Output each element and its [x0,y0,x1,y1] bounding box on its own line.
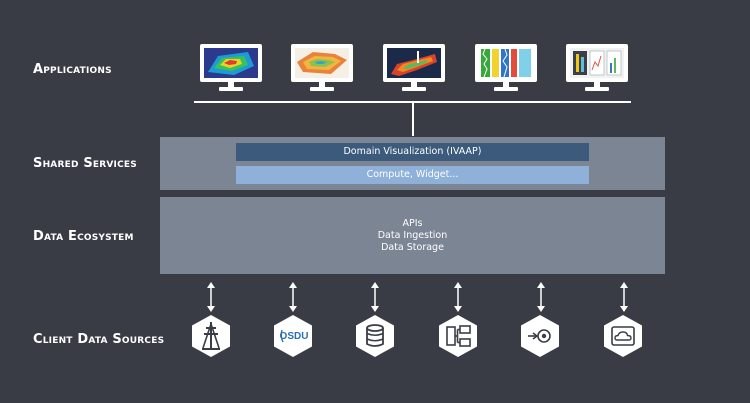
seismic-cube-screen [204,48,258,78]
cloud-storage-icon [604,315,642,357]
bidirectional-arrow-icon [371,282,379,312]
stream-source-icon [521,315,559,357]
row-label-applications: Applications [33,62,112,77]
oil-derrick-icon [192,315,230,357]
structure-diagram-icon [439,315,477,357]
database-icon [356,315,394,357]
geologic-surface-screen [295,48,349,78]
data-ecosystem-content: APIs Data Ingestion Data Storage [160,218,665,254]
applications-connector-line [412,102,414,136]
domain-visualization-bar: Domain Visualization (IVAAP) [236,143,589,161]
application-monitor-1 [200,44,262,92]
bidirectional-arrow-icon [454,282,462,312]
bidirectional-arrow-icon [620,282,628,312]
data-storage-label: Data Storage [381,242,444,253]
application-monitor-2 [291,44,353,92]
row-label-client-data-sources: Client Data Sources [33,332,165,347]
reservoir-model-screen [387,48,441,78]
osdu-logo-icon: OSDU [274,315,312,357]
application-monitor-3 [383,44,445,92]
bidirectional-arrow-icon [537,282,545,312]
bidirectional-arrow-icon [289,282,297,312]
osdu-logo-text: OSDU [280,331,309,342]
compute-widget-bar: Compute, Widget... [236,166,589,184]
data-ingestion-label: Data Ingestion [377,230,448,241]
well-log-screen [479,48,533,78]
application-monitor-5 [566,44,628,92]
data-ecosystem-layer [160,197,665,274]
row-label-shared-services: Shared Services [33,156,137,171]
apis-label: APIs [402,218,423,229]
application-monitor-4 [475,44,537,92]
row-label-data-ecosystem: Data Ecosystem [33,229,134,244]
bidirectional-arrow-icon [207,282,215,312]
dashboard-screen [570,48,624,78]
